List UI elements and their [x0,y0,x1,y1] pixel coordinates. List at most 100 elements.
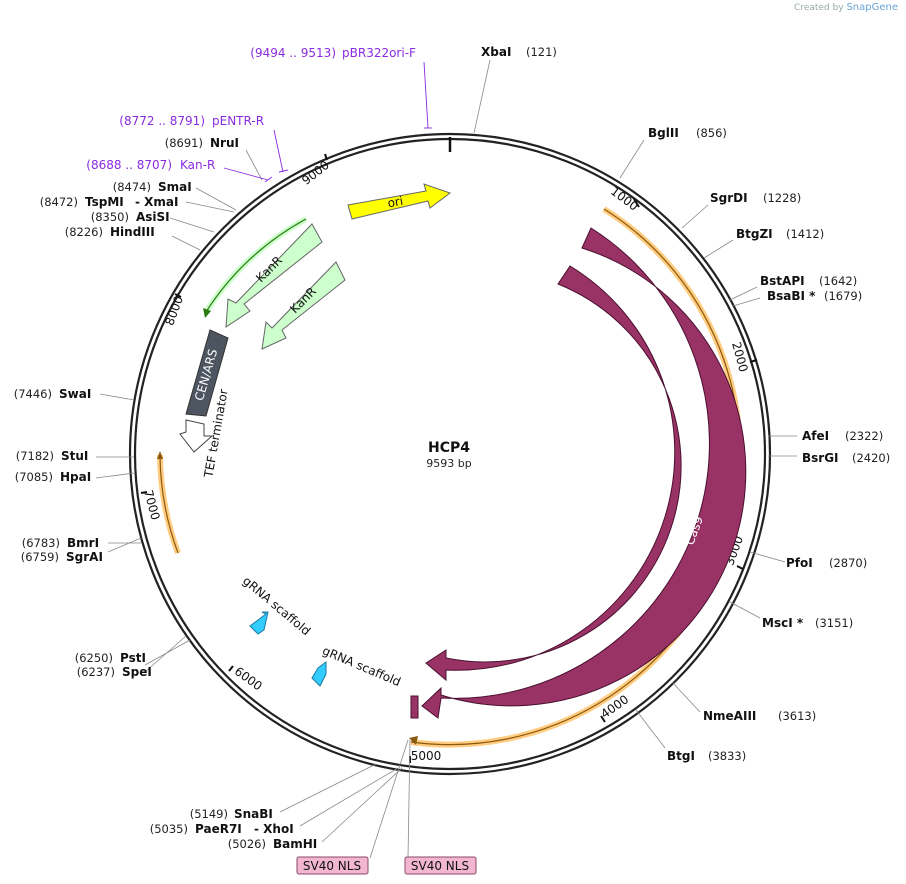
enzyme-nmeaiii-pos: (3613) [778,709,816,723]
tick-5000: 5000 [411,749,442,763]
ori-arrow[interactable] [347,183,452,220]
watermark-prefix: Created by [794,3,844,13]
enzyme-hindiii-pos: (8226) [65,225,103,239]
enzyme-sgrai-pos: (6759) [21,550,59,564]
tef-terminator-arrow[interactable] [179,419,214,453]
sv40-leader-lines [369,739,411,859]
enzyme-smai-pos: (8474) [113,180,151,194]
enzyme-hindiii-name: HindIII [110,225,155,239]
kanr-outer-arrow[interactable] [225,223,323,328]
enzyme-xbai-pos: (121) [526,45,557,59]
enzyme-afei-pos: (2322) [845,429,883,443]
enzyme-psti-name: PstI [120,651,146,665]
enzyme-sgrdi-pos: (1228) [763,191,801,205]
sv40-nls-box-1[interactable]: SV40 NLS [296,856,369,875]
enzyme-spei-pos: (6237) [77,665,115,679]
sv40-nls-segment [410,695,419,719]
enzyme-tspmi-name: TspMI [85,195,124,209]
enzyme-spei-name: SpeI [122,665,152,679]
enzyme-bsabi-pos: (1679) [824,289,862,303]
enzyme-leader-lines [95,59,797,843]
enzyme-nrui-name: NruI [210,136,239,150]
primer-3-name: Kan-R [180,158,215,172]
primer-3-range: (8688 .. 8707) [86,158,172,172]
cen-ars-block[interactable] [185,329,229,417]
enzyme-paer7i-name: PaeR7I [195,822,242,836]
enzyme-psti-pos: (6250) [75,651,113,665]
enzyme-bsrgi-pos: (2420) [852,451,890,465]
enzyme-swai-pos: (7446) [14,387,52,401]
grna-scaffold-1-label: gRNA scaffold [240,574,313,639]
enzyme-stui-pos: (7182) [16,449,54,463]
enzyme-snabi-name: SnaBI [234,807,273,821]
orf-arc-left [157,451,181,555]
tick-6000: 6000 [232,664,265,693]
enzyme-pfoi-name: PfoI [786,556,813,570]
enzyme-asisi-name: AsiSI [136,210,170,224]
enzyme-tspmi-pos: (8472) [40,195,78,209]
enzyme-snabi-pos: (5149) [190,807,228,821]
primer-2-range: (8772 .. 8791) [119,114,205,128]
enzyme-sgrai-name: SgrAI [66,550,103,564]
enzyme-bstapi-pos: (1642) [819,274,857,288]
backbone-outer-ring [128,132,772,776]
grna-scaffold-1-arrow[interactable] [249,611,269,635]
tick-8000: 8000 [162,294,186,327]
enzyme-btgi-name: BtgI [667,749,695,763]
watermark-brand: SnapGene [846,2,898,13]
tick-9000: 9000 [299,158,332,188]
primer-labels: (9494 .. 9513) pBR322ori-F (8772 .. 8791… [86,46,416,172]
enzyme-labels-right: XbaI (121) BglII (856) SgrDI (1228) BtgZ… [481,45,890,763]
tick-1000: 1000 [608,184,641,214]
enzyme-labels-left: (5149) SnaBI (5035) PaeR7I - XhoI (5026)… [14,136,318,851]
enzyme-paer7i-pos: (5035) [150,822,188,836]
cas9-inner-arrow[interactable] [425,265,682,682]
primer-2-name: pENTR-R [212,114,264,128]
enzyme-bglii-name: BglII [648,126,679,140]
enzyme-xhoi-name: - XhoI [254,822,294,836]
grna-scaffold-2-label: gRNA scaffold [320,644,403,690]
enzyme-bmri-pos: (6783) [22,536,60,550]
enzyme-xmai-name: - XmaI [135,195,178,209]
primer-1-name: pBR322ori-F [342,46,416,60]
snapgene-watermark: Created by SnapGene [794,2,898,13]
grna-scaffold-2-arrow[interactable] [311,661,327,687]
enzyme-bmri-name: BmrI [67,536,99,550]
enzyme-sgrdi-name: SgrDI [710,191,748,205]
sv40-nls-2-label: SV40 NLS [411,859,469,873]
plasmid-name: HCP4 [428,440,470,456]
enzyme-pfoi-pos: (2870) [829,556,867,570]
enzyme-xbai-name: XbaI [481,45,511,59]
tick-2000: 2000 [729,340,750,373]
enzyme-btgi-pos: (3833) [708,749,746,763]
enzyme-bamhi-pos: (5026) [228,837,266,851]
enzyme-bsabi-name: BsaBI * [767,289,816,303]
enzyme-btgzi-name: BtgZI [736,227,773,241]
enzyme-bglii-pos: (856) [696,126,727,140]
kanr-inner-arrow[interactable] [261,261,346,350]
primer-1-range: (9494 .. 9513) [250,46,336,60]
cas9-outer-arrow[interactable] [421,227,747,719]
green-arc-left [203,216,308,318]
sv40-nls-box-2[interactable]: SV40 NLS [404,856,477,875]
enzyme-stui-name: StuI [61,449,88,463]
primer-leader-lines [223,61,432,183]
enzyme-btgzi-pos: (1412) [786,227,824,241]
sv40-nls-1-label: SV40 NLS [303,859,361,873]
enzyme-smai-name: SmaI [158,180,192,194]
enzyme-bsrgi-name: BsrGI [802,451,839,465]
enzyme-asisi-pos: (8350) [91,210,129,224]
ori-label: ori [386,194,404,210]
enzyme-hpai-pos: (7085) [15,470,53,484]
cas9-inner-label: Cas9 [641,503,662,535]
plasmid-length: 9593 bp [426,457,471,470]
enzyme-bstapi-name: BstAPI [760,274,805,288]
enzyme-hpai-name: HpaI [60,470,91,484]
enzyme-bamhi-name: BamHI [273,837,317,851]
enzyme-swai-name: SwaI [59,387,91,401]
enzyme-msci-pos: (3151) [815,616,853,630]
enzyme-nrui-pos: (8691) [165,136,203,150]
enzyme-msci-name: MscI * [762,616,804,630]
enzyme-afei-name: AfeI [802,429,829,443]
